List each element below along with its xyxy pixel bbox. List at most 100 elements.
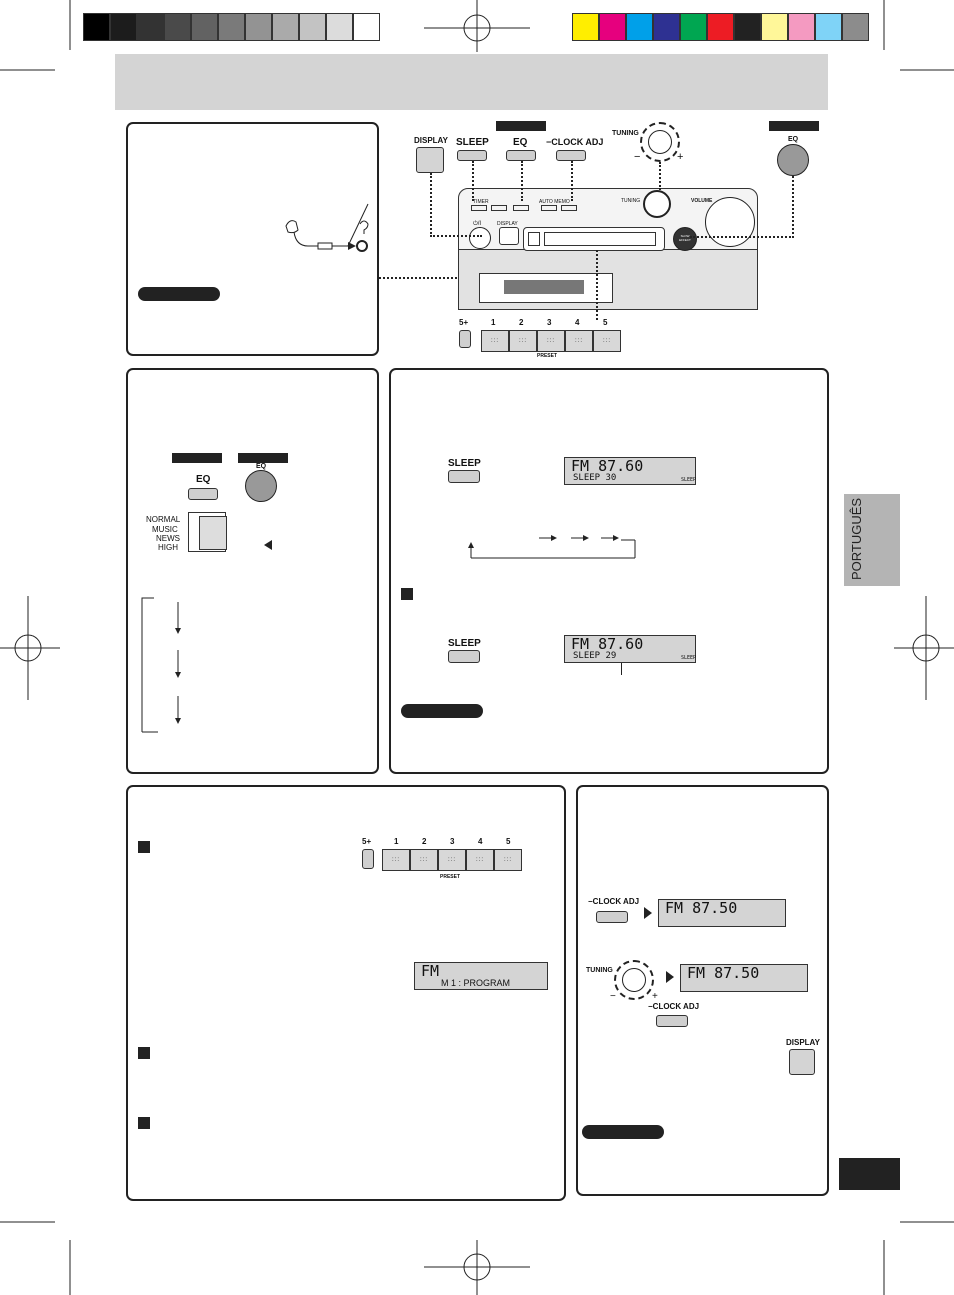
sleep-lcd-1: FM 87.60 SLEEP 30 SLEEP xyxy=(564,457,696,485)
headphone-jack-illustration xyxy=(285,203,369,252)
power-button[interactable] xyxy=(469,227,491,249)
preset2-2-button[interactable]: ::: xyxy=(410,849,438,871)
preset2-5plus-button[interactable] xyxy=(362,849,374,869)
note-pill xyxy=(138,287,220,301)
color-swatch xyxy=(572,13,599,41)
program-lcd: FM M 1 : PROGRAM xyxy=(414,962,548,990)
slow-effect-button[interactable]: SLOW EFFECT xyxy=(673,227,697,251)
preset2-3-button[interactable]: ::: xyxy=(438,849,466,871)
tuning-body-knob[interactable] xyxy=(643,190,671,218)
volume-knob[interactable] xyxy=(705,197,755,247)
color-swatch xyxy=(272,13,299,41)
sleep-button[interactable] xyxy=(457,150,487,161)
sleep-lcd-1-frequency: FM 87.60 xyxy=(571,457,644,475)
sleep-lcd-2: FM 87.60 SLEEP 29 SLEEP xyxy=(564,635,696,663)
device-illustration: DISPLAY SLEEP EQ −CLOCK ADJ TUNING − + E… xyxy=(400,118,830,359)
sleep-button-3[interactable] xyxy=(448,650,480,663)
page-number-block xyxy=(839,1158,900,1190)
eq-remote-button-2[interactable] xyxy=(245,470,277,502)
color-swatch xyxy=(599,13,626,41)
clock-lcd-2-frequency: FM 87.50 xyxy=(687,964,760,982)
sleep-lcd-1-sleep: SLEEP 30 xyxy=(573,473,617,483)
eq-mode-music: MUSIC xyxy=(152,525,178,534)
sleep-label-3: SLEEP xyxy=(448,638,481,649)
preset-2-button[interactable]: ::: xyxy=(509,330,537,352)
preset2-1-button[interactable]: ::: xyxy=(382,849,410,871)
preset2-label-1: 1 xyxy=(394,837,399,846)
step-1-marker xyxy=(138,841,150,853)
color-swatch xyxy=(626,13,653,41)
preset2-label-5plus: 5+ xyxy=(362,837,372,846)
tuning2-plus: + xyxy=(652,991,658,1002)
eq-button-2[interactable] xyxy=(188,488,218,500)
preset-4-button[interactable]: ::: xyxy=(565,330,593,352)
clock-lcd-1-frequency: FM 87.50 xyxy=(665,899,738,917)
dots-eq-remote xyxy=(690,176,794,238)
preset2-4-button[interactable]: ::: xyxy=(466,849,494,871)
power-label: ⏻/I xyxy=(473,221,482,227)
step-marker xyxy=(401,588,413,600)
preset-label-5plus: 5+ xyxy=(459,318,469,327)
eq-label-2: EQ xyxy=(196,474,211,485)
language-tab-label: PORTUGUÊS xyxy=(849,497,864,580)
eq-label-3: EQ xyxy=(256,463,267,470)
header-bar xyxy=(115,54,828,110)
preset-label-1: 1 xyxy=(491,318,496,327)
sleep-callout-line xyxy=(621,663,622,675)
note-pill-2 xyxy=(401,704,483,718)
tuning-body-label: TUNING xyxy=(621,198,641,204)
color-swatch xyxy=(734,13,761,41)
color-swatch xyxy=(761,13,788,41)
preset2-label-4: 4 xyxy=(478,837,483,846)
preset-keys-top: 5+ 1 2 3 4 5 ::: ::: ::: ::: ::: PRESET xyxy=(457,318,637,359)
slow-effect-label: SLOW EFFECT xyxy=(679,234,691,242)
clock-adj-button-3[interactable] xyxy=(656,1015,688,1027)
display-label: DISPLAY xyxy=(414,136,448,145)
dots-sleep xyxy=(472,161,474,201)
clock-adj-label: −CLOCK ADJ xyxy=(546,137,604,147)
preset-3-button[interactable]: ::: xyxy=(537,330,565,352)
step-3-marker xyxy=(138,1117,150,1129)
connector-line xyxy=(379,277,461,279)
tuning-label: TUNING xyxy=(612,130,639,137)
dots-preset xyxy=(596,250,598,320)
eq-selector-arrow xyxy=(264,540,272,550)
dots-clock xyxy=(571,161,573,201)
clock-lcd-1: FM 87.50 xyxy=(658,899,786,927)
clock-adj-button-2[interactable] xyxy=(596,911,628,923)
preset-1-button[interactable]: ::: xyxy=(481,330,509,352)
preset2-label-3: 3 xyxy=(450,837,455,846)
preset-bar xyxy=(523,227,665,251)
color-swatch xyxy=(191,13,218,41)
sleep-button-2[interactable] xyxy=(448,470,480,483)
clock-adj-label-3: −CLOCK ADJ xyxy=(648,1002,700,1011)
dots-eq xyxy=(521,161,523,201)
clock-adj-button[interactable] xyxy=(556,150,586,161)
eq-button[interactable] xyxy=(506,150,536,161)
sleep-lcd-2-frequency: FM 87.60 xyxy=(571,635,644,653)
radio-display-window xyxy=(479,273,613,303)
sleep-lcd-2-indicator: SLEEP xyxy=(681,655,697,661)
color-swatch xyxy=(83,13,110,41)
preset-label-2: 2 xyxy=(519,318,524,327)
preset2-label-2: 2 xyxy=(422,837,427,846)
eq-remote-button[interactable] xyxy=(777,144,809,176)
color-swatch xyxy=(815,13,842,41)
sleep-label: SLEEP xyxy=(456,137,489,148)
color-swatch xyxy=(164,13,191,41)
display-button-2[interactable] xyxy=(789,1049,815,1075)
preset2-5-button[interactable]: ::: xyxy=(494,849,522,871)
clock-step-arrow-1 xyxy=(644,907,652,919)
preset-5-button[interactable]: ::: xyxy=(593,330,621,352)
tuning-knob[interactable] xyxy=(640,122,680,162)
sleep-lcd-1-indicator: SLEEP xyxy=(681,477,697,483)
color-swatch xyxy=(218,13,245,41)
preset-5plus-button[interactable] xyxy=(459,330,471,348)
clock-step-arrow-2 xyxy=(666,971,674,983)
display-body-button[interactable] xyxy=(499,227,519,245)
tuning-plus: + xyxy=(677,151,684,163)
timer-label: TIMER xyxy=(473,199,489,205)
tuning-knob-2[interactable] xyxy=(614,960,654,1000)
sleep-cycle-diagram xyxy=(468,535,636,559)
display-button[interactable] xyxy=(416,147,444,173)
